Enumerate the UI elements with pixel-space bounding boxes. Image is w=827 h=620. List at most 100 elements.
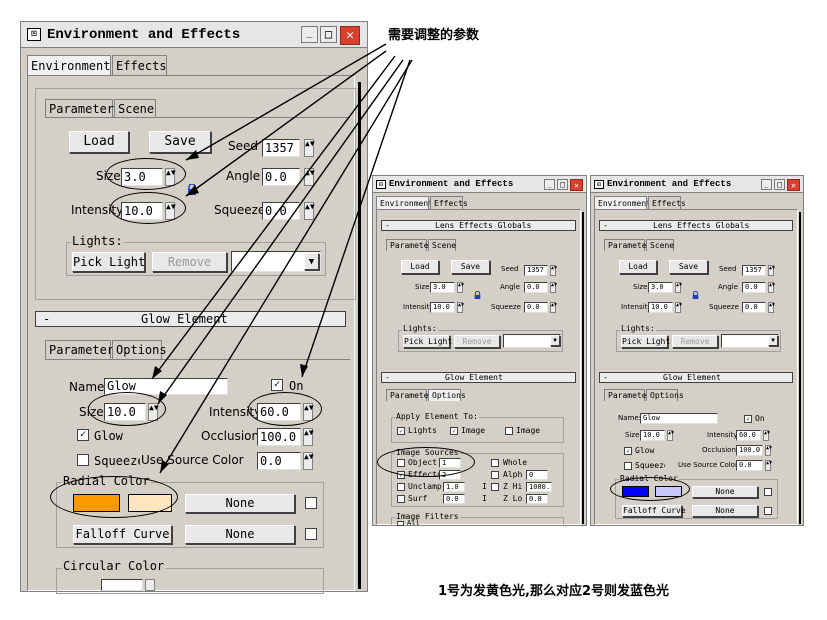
right-falloff-none-button[interactable]: None <box>692 505 758 517</box>
right-occlusion-field[interactable]: 100.0 <box>736 445 763 456</box>
tab-scene[interactable]: Scene <box>114 99 156 117</box>
middle-angle-spinner[interactable]: ▲▼ <box>550 282 557 293</box>
right-tab-parameters[interactable]: Parameters <box>604 239 656 251</box>
minimize-button[interactable]: _ <box>301 26 318 43</box>
alpha-field[interactable]: 0 <box>526 470 548 480</box>
apply-lights-checkbox[interactable]: ✓ <box>397 427 405 435</box>
right-squeeze-checkbox[interactable] <box>624 462 632 470</box>
falloff-map-checkbox[interactable] <box>305 528 317 540</box>
use-source-color-field[interactable]: 0.0 <box>257 452 301 470</box>
right-intensity-spinner[interactable]: ▲▼ <box>675 302 682 313</box>
maximize-button[interactable]: □ <box>320 26 337 43</box>
right-lights-dropdown[interactable] <box>721 334 779 348</box>
right-glow-intensity-field[interactable]: 60.0 <box>736 430 761 441</box>
middle-glow-collapse[interactable]: - <box>385 373 390 382</box>
right-falloff-curve-button[interactable]: Falloff Curve <box>622 505 686 517</box>
right-globals-rollout[interactable] <box>599 220 793 231</box>
middle-load-button[interactable]: Load <box>401 260 439 274</box>
right-glow-tab-options[interactable]: Options <box>646 389 684 401</box>
middle-maximize-button[interactable]: □ <box>557 179 568 190</box>
right-maximize-button[interactable]: □ <box>774 179 785 190</box>
zlo-field[interactable]: 0.0 <box>526 494 548 504</box>
right-glow-tab-parameters[interactable]: Parameters <box>604 389 656 401</box>
right-load-button[interactable]: Load <box>619 260 657 274</box>
right-occlusion-spinner[interactable]: ▲▼ <box>765 445 772 456</box>
right-seed-field[interactable]: 1357 <box>742 265 766 276</box>
middle-globals-collapse[interactable]: - <box>385 221 390 230</box>
middle-remove-button[interactable]: Remove <box>454 335 500 348</box>
middle-glow-tab-options[interactable]: Options <box>428 389 466 401</box>
middle-tab-environment[interactable]: Environment <box>376 196 433 209</box>
circular-mix-field[interactable] <box>101 579 143 591</box>
right-lock-icon[interactable] <box>692 290 699 300</box>
falloff-curve-button[interactable]: Falloff Curve <box>73 525 172 544</box>
right-seed-spinner[interactable]: ▲▼ <box>768 265 775 276</box>
right-tab-scene[interactable]: Scene <box>646 239 674 251</box>
right-angle-field[interactable]: 0.0 <box>742 282 766 293</box>
glow-rollout-collapse[interactable]: - <box>43 312 51 326</box>
squeeze-checkbox[interactable] <box>77 454 89 466</box>
circular-mix-spinner[interactable] <box>145 579 155 591</box>
dropdown-arrow-icon[interactable]: ▼ <box>304 253 319 270</box>
right-radial-map-checkbox[interactable] <box>764 488 772 496</box>
right-glow-size-field[interactable]: 10.0 <box>640 430 665 441</box>
middle-squeeze-field[interactable]: 0.0 <box>524 302 548 313</box>
middle-minimize-button[interactable]: _ <box>544 179 555 190</box>
middle-tab-parameters[interactable]: Parameters <box>386 239 438 251</box>
pick-light-button[interactable]: Pick Light <box>72 252 145 272</box>
right-dropdown-arrow-icon[interactable]: ▼ <box>768 335 778 346</box>
apply-image-checkbox[interactable]: ✓ <box>450 427 458 435</box>
angle-field[interactable]: 0.0 <box>262 168 300 186</box>
right-glow-intensity-spinner[interactable]: ▲▼ <box>763 430 770 441</box>
right-tab-effects[interactable]: Effects <box>648 196 686 209</box>
right-name-field[interactable]: Glow <box>640 413 718 424</box>
surf-checkbox[interactable] <box>397 495 405 503</box>
seed-field[interactable]: 1357 <box>262 139 300 157</box>
squeeze-spinner[interactable]: ▲▼ <box>304 202 315 220</box>
middle-angle-field[interactable]: 0.0 <box>524 282 548 293</box>
close-button[interactable]: ✕ <box>340 26 360 45</box>
zhi-field[interactable]: 1000. <box>526 482 552 492</box>
save-button[interactable]: Save <box>149 131 211 153</box>
middle-intensity-field[interactable]: 10.0 <box>430 302 455 313</box>
tab-parameters[interactable]: Parameters <box>45 99 121 117</box>
middle-size-field[interactable]: 3.0 <box>430 282 455 293</box>
on-checkbox[interactable]: ✓ <box>271 379 283 391</box>
middle-globals-rollout[interactable] <box>381 220 576 231</box>
scrollbar[interactable] <box>358 82 361 589</box>
occlusion-spinner[interactable]: ▲▼ <box>303 428 314 446</box>
right-intensity-field[interactable]: 10.0 <box>648 302 673 313</box>
glow-element-rollout[interactable] <box>35 311 346 327</box>
middle-pick-light-button[interactable]: Pick Light <box>403 335 453 348</box>
right-minimize-button[interactable]: _ <box>761 179 772 190</box>
right-tab-environment[interactable]: Environment <box>594 196 651 209</box>
right-squeeze-field[interactable]: 0.0 <box>742 302 766 313</box>
zhi-checkbox[interactable] <box>491 483 499 491</box>
tab-environment[interactable]: Environment <box>27 55 111 75</box>
middle-glow-tab-parameters[interactable]: Parameters <box>386 389 438 401</box>
middle-close-button[interactable]: ✕ <box>570 179 583 191</box>
right-remove-button[interactable]: Remove <box>672 335 718 348</box>
tab-glow-options[interactable]: Options <box>112 340 167 359</box>
right-falloff-map-checkbox[interactable] <box>764 507 772 515</box>
remove-button[interactable]: Remove <box>152 252 227 272</box>
right-glow-collapse[interactable]: - <box>603 373 608 382</box>
right-angle-spinner[interactable]: ▲▼ <box>768 282 775 293</box>
lights-dropdown[interactable] <box>231 251 321 272</box>
use-source-color-spinner[interactable]: ▲▼ <box>303 452 314 470</box>
middle-lights-dropdown[interactable] <box>503 334 561 348</box>
right-window-titlebar[interactable]: ⊡ Environment and Effects <box>591 176 803 193</box>
middle-squeeze-spinner[interactable]: ▲▼ <box>550 302 557 313</box>
right-glow-checkbox[interactable]: ✓ <box>624 447 632 455</box>
right-radial-none-button[interactable]: None <box>692 486 758 498</box>
middle-scrollbar[interactable] <box>582 212 584 524</box>
right-save-button[interactable]: Save <box>669 260 708 274</box>
load-button[interactable]: Load <box>69 131 129 153</box>
apply-image-centers-checkbox[interactable] <box>505 427 513 435</box>
tab-effects[interactable]: Effects <box>112 55 167 75</box>
alpha-checkbox[interactable] <box>491 471 499 479</box>
tab-glow-parameters[interactable]: Parameters <box>45 340 121 359</box>
right-close-button[interactable]: ✕ <box>787 179 800 191</box>
occlusion-field[interactable]: 100.0 <box>257 428 301 446</box>
surf-field[interactable]: 0.0 <box>443 494 465 504</box>
